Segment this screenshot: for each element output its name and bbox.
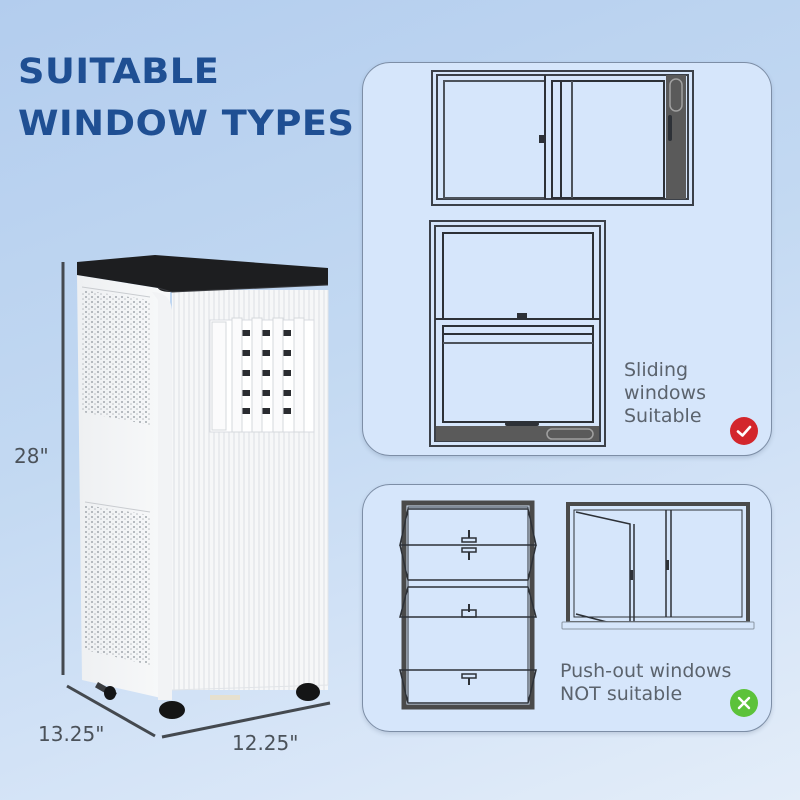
- close-icon: [737, 696, 751, 710]
- title-line-1: SUITABLE: [18, 52, 220, 92]
- not-suitable-caption: Push-out windows NOT suitable: [560, 660, 731, 706]
- width-dimension-label: 12.25": [232, 731, 299, 755]
- casement-push-out-window-icon: [561, 502, 755, 630]
- product-illustration: 28" 13.25" 12.25": [0, 0, 360, 800]
- check-icon: [736, 425, 752, 437]
- not-suitable-windows-panel: Push-out windows NOT suitable: [362, 484, 772, 732]
- not-suitable-caption-line-2: NOT suitable: [560, 683, 683, 705]
- suitable-caption-line-3: Suitable: [624, 405, 702, 427]
- suitable-caption-line-2: windows: [624, 382, 706, 404]
- suitable-badge: [730, 417, 758, 445]
- not-suitable-caption-line-1: Push-out windows: [560, 660, 732, 682]
- suitable-caption-line-1: Sliding: [624, 359, 689, 381]
- height-dimension-label: 28": [14, 444, 49, 468]
- horizontal-sliding-window-icon: [431, 70, 694, 206]
- air-conditioner-image: [61, 255, 331, 739]
- awning-push-out-window-icon: [399, 500, 537, 710]
- suitable-caption: Sliding windows Suitable: [624, 359, 706, 428]
- page-title: SUITABLE WINDOW TYPES: [18, 46, 355, 150]
- title-line-2: WINDOW TYPES: [18, 104, 355, 144]
- not-suitable-badge: [730, 689, 758, 717]
- vertical-sliding-window-icon: [429, 220, 606, 447]
- suitable-windows-panel: Sliding windows Suitable: [362, 62, 772, 456]
- depth-dimension-label: 13.25": [38, 722, 105, 746]
